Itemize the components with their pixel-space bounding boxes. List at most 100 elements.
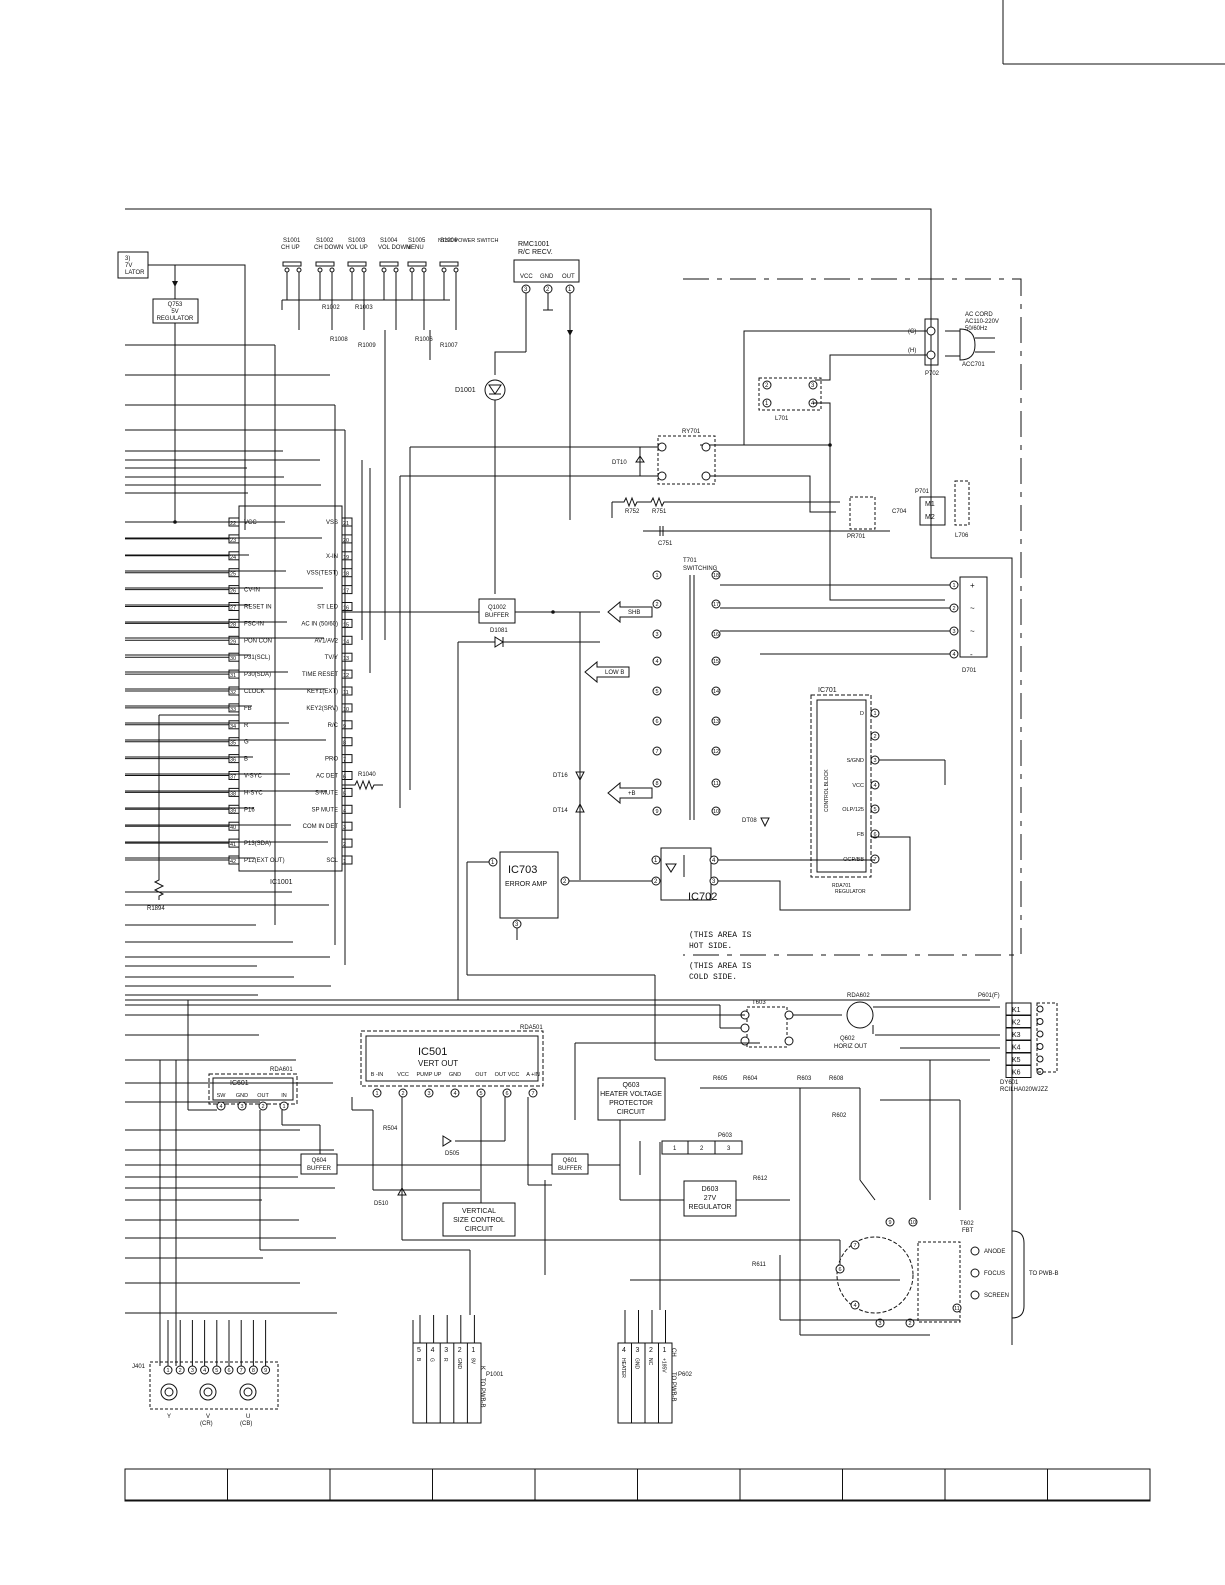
fbt-anode: ANODE — [984, 1249, 1005, 1255]
t701-primary-pin — [652, 656, 662, 666]
p1001-pin-num: 3 — [444, 1347, 448, 1354]
fbt-pin — [952, 1303, 962, 1313]
ic701-ref: IC701 — [818, 687, 837, 694]
hot-label-1: (THIS AREA IS — [689, 931, 752, 940]
p602-pin-num: 1 — [663, 1347, 667, 1354]
d510-label: D510 — [374, 1201, 389, 1207]
d701-symbol: - — [970, 650, 973, 659]
fbt-pin-num: 11 — [954, 1306, 960, 1312]
q603-l1: HEATER VOLTAGE — [600, 1091, 662, 1098]
svg-text:3: 3 — [515, 922, 519, 928]
ic701-pin — [870, 829, 880, 839]
t701-secondary-pin-num: 16 — [713, 632, 719, 638]
ic601-pin-num: 4 — [219, 1104, 222, 1110]
d701-symbol: ~ — [970, 604, 975, 613]
d701-pin-num: 4 — [952, 652, 955, 658]
rmc-pin-out: OUT — [562, 274, 575, 280]
ic1001-pin — [341, 703, 353, 713]
ic1001-pin — [341, 804, 353, 814]
ic1001-pin-label: X-IN — [326, 554, 338, 560]
interconnect-wires — [125, 344, 1000, 1366]
av-jack-sub: (CR) — [200, 1421, 213, 1427]
board-border — [125, 208, 1013, 1345]
ic501-pin-label: VCC — [397, 1072, 409, 1078]
ic1001-pin-label: V-SYC — [244, 774, 263, 780]
av-jack-label: U — [246, 1414, 250, 1420]
ic1001-pin — [341, 602, 353, 611]
ic1001-pin-label: TIME RESET — [302, 672, 338, 678]
dt08-label: DT08 — [742, 818, 757, 824]
ic1001-pin-label: CV-IN — [244, 588, 260, 594]
switch-ref: S1004 — [380, 238, 398, 244]
ic1001-pin-label: FB — [244, 706, 252, 712]
q1002-ref: Q1002 — [488, 605, 507, 611]
q602-ref: Q602 — [840, 1036, 855, 1042]
t603-label: T603 — [752, 1000, 766, 1006]
t701-primary-pin — [652, 599, 662, 609]
page-corner-box — [1002, 0, 1225, 65]
p601-pin-label: K4 — [1012, 1045, 1021, 1052]
d603-l1: 27V — [704, 1195, 717, 1202]
t701-primary-pin-num: 8 — [655, 781, 658, 787]
p702-pin-h: (H) — [908, 348, 916, 354]
ic501-pin-num: 3 — [427, 1091, 430, 1097]
key-resistor-label: R1008 — [330, 337, 348, 343]
resistor-label: R605 — [713, 1076, 728, 1082]
p602-pin-num: 2 — [649, 1347, 653, 1354]
ic702-ref: IC702 — [688, 891, 717, 903]
ic501-ref: IC501 — [418, 1046, 447, 1058]
supply-arrow-label: LOW B — [605, 670, 624, 676]
vsize-l1: VERTICAL — [462, 1208, 496, 1215]
ic601-ref: IC601 — [230, 1080, 249, 1087]
svg-text:4: 4 — [811, 401, 815, 407]
ic501-pin-num: 5 — [479, 1091, 482, 1097]
ic1001-pin-label: SP MUTE — [311, 807, 338, 813]
ic1001-pin — [341, 838, 353, 848]
ic703-ref: IC703 — [508, 864, 537, 876]
supply-arrow — [607, 600, 653, 624]
ic1001-pin-num: 39 — [230, 808, 236, 814]
ic1001-pin-num: 14 — [343, 639, 349, 645]
l701-label: L701 — [775, 416, 789, 422]
ic1001-pin-num: 35 — [230, 741, 236, 747]
ic1001-pin-num: 17 — [343, 589, 349, 595]
ic501-pin-label: B -IN — [371, 1072, 384, 1078]
q604-ref: Q604 — [312, 1158, 327, 1164]
p602-k: CH — [670, 1348, 676, 1357]
ic1001-pin-label: P31(SCL) — [244, 655, 270, 661]
ic601-pin-num: 1 — [282, 1104, 285, 1110]
ic701-pin-num: 3 — [873, 758, 876, 764]
ic601-pin-num: 3 — [240, 1104, 243, 1110]
yoke-pin — [1036, 1043, 1044, 1050]
t701-secondary-pin — [711, 806, 721, 816]
ic1001-pin-num: 16 — [343, 606, 349, 612]
t701-primary-pin-num: 7 — [655, 749, 658, 755]
fbt-pin — [908, 1217, 918, 1227]
ic501-pin — [502, 1088, 512, 1098]
switch-fn: MENU — [406, 245, 424, 251]
ic501-pin-label: OUT VCC — [495, 1072, 520, 1078]
ic501-pin-label: OUT — [475, 1072, 487, 1078]
p1001-to: TO PWB-B — [479, 1378, 485, 1408]
j401-pin-num: 1 — [166, 1368, 169, 1374]
d701-pin-num: 2 — [952, 606, 955, 612]
ic1001-pin-label: ST LED — [317, 605, 339, 611]
t701-primary-pin — [652, 716, 662, 726]
ic1001-pin-num: 12 — [343, 673, 349, 679]
fbt-pin — [850, 1300, 860, 1310]
ic601-pin — [237, 1101, 247, 1111]
fbt-focus: FOCUS — [984, 1271, 1005, 1277]
ic1001-pin — [341, 737, 353, 747]
j401-pin-num: 2 — [179, 1368, 182, 1374]
d1081-label: D1081 — [490, 628, 508, 634]
ic1001-pin-num: 24 — [230, 555, 236, 561]
t701-primary-pin-num: 1 — [655, 573, 658, 579]
ic501-pin — [450, 1088, 460, 1098]
t701-primary-pin-num: 6 — [655, 719, 658, 725]
p601-pin-label: K3 — [1012, 1032, 1021, 1039]
ic601-pin-label: GND — [236, 1093, 248, 1099]
supply-arrow — [584, 660, 630, 684]
p602-pin-label: GND — [634, 1358, 640, 1370]
switch-contact — [284, 267, 290, 273]
